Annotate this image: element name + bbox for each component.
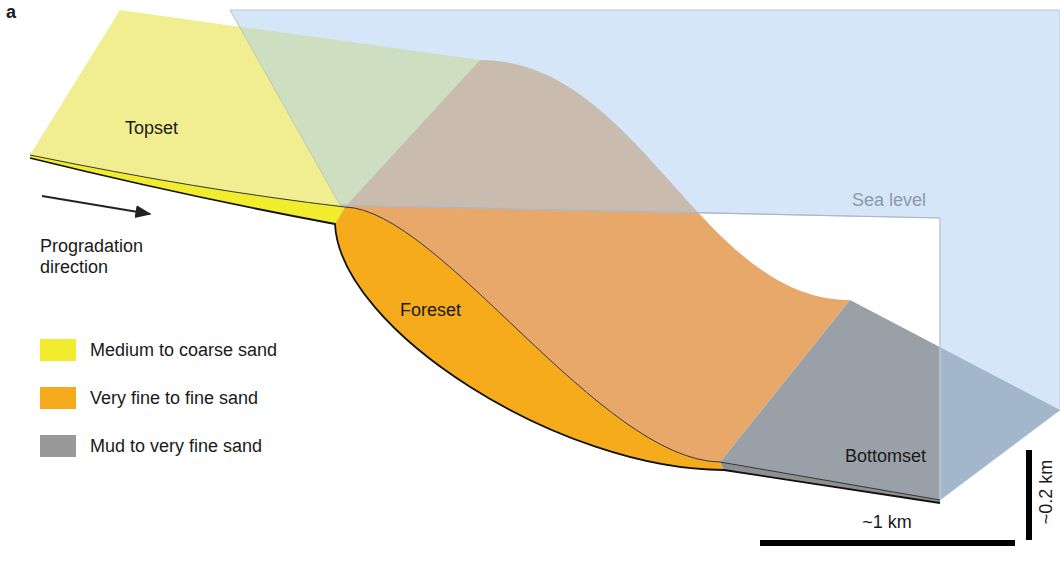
front-base-edge <box>30 158 940 503</box>
legend-swatch <box>40 435 76 457</box>
scale-label: ~0.2 km <box>1036 460 1057 525</box>
legend-swatch <box>40 387 76 409</box>
legend-text: Very fine to fine sand <box>90 388 258 409</box>
legend-entry: Mud to very fine sand <box>40 434 277 458</box>
scale-label: ~1 km <box>862 512 912 533</box>
legend-entry: Medium to coarse sand <box>40 338 277 362</box>
foreset-front <box>335 207 724 470</box>
zone-label: Topset <box>125 118 178 139</box>
legend: Medium to coarse sandVery fine to fine s… <box>40 338 277 482</box>
panel-letter: a <box>6 2 16 23</box>
water-body <box>230 10 1060 500</box>
topset-front <box>30 155 345 224</box>
zone-label: Foreset <box>400 300 461 321</box>
water-edge <box>230 10 340 205</box>
arrow-label: Progradation direction <box>40 236 170 277</box>
legend-swatch <box>40 339 76 361</box>
horizontal-scale-bar <box>760 540 1015 546</box>
water-label: Sea level <box>852 190 926 211</box>
water-edge <box>940 218 941 500</box>
zone-label: Bottomset <box>845 446 926 467</box>
progradation-arrow <box>42 196 150 214</box>
front-top-edge <box>30 155 940 500</box>
legend-entry: Very fine to fine sand <box>40 386 277 410</box>
vertical-scale-bar <box>1026 450 1032 540</box>
legend-text: Mud to very fine sand <box>90 436 262 457</box>
legend-text: Medium to coarse sand <box>90 340 277 361</box>
sea-level-line <box>340 205 940 218</box>
